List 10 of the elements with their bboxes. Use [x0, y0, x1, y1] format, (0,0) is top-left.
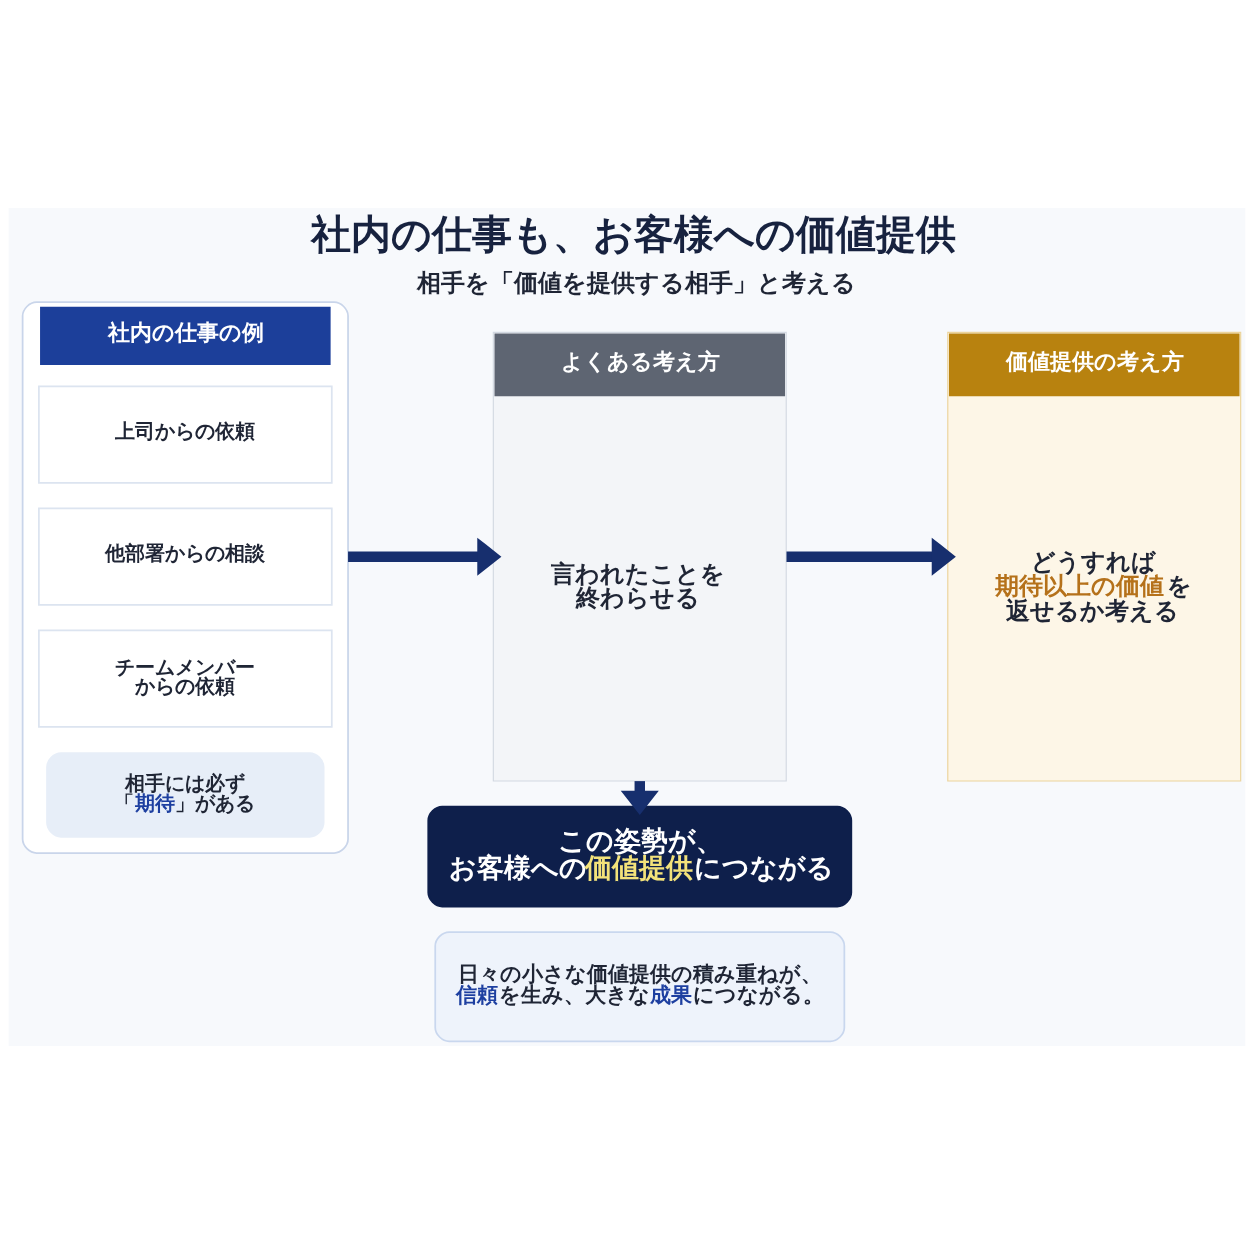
- node-box: 他部署からの相談: [38, 507, 333, 606]
- diagram-title: 社内の仕事も、お客様への価値提供: [310, 210, 956, 257]
- node-box: 相手には必ず「期待」がある: [46, 752, 325, 838]
- node-box: この姿勢が、お客様への価値提供につながる: [427, 805, 853, 908]
- arrow: [348, 537, 502, 576]
- node-box: 上司からの依頼: [38, 385, 333, 484]
- node-box: 日々の小さな価値提供の積み重ねが、信頼を生み、大きな成果につながる。: [434, 931, 846, 1043]
- arrow: [786, 537, 956, 576]
- label: 相手を「価値を提供する相手」と考える: [416, 267, 856, 297]
- node-box: チームメンバーからの依頼: [38, 629, 333, 728]
